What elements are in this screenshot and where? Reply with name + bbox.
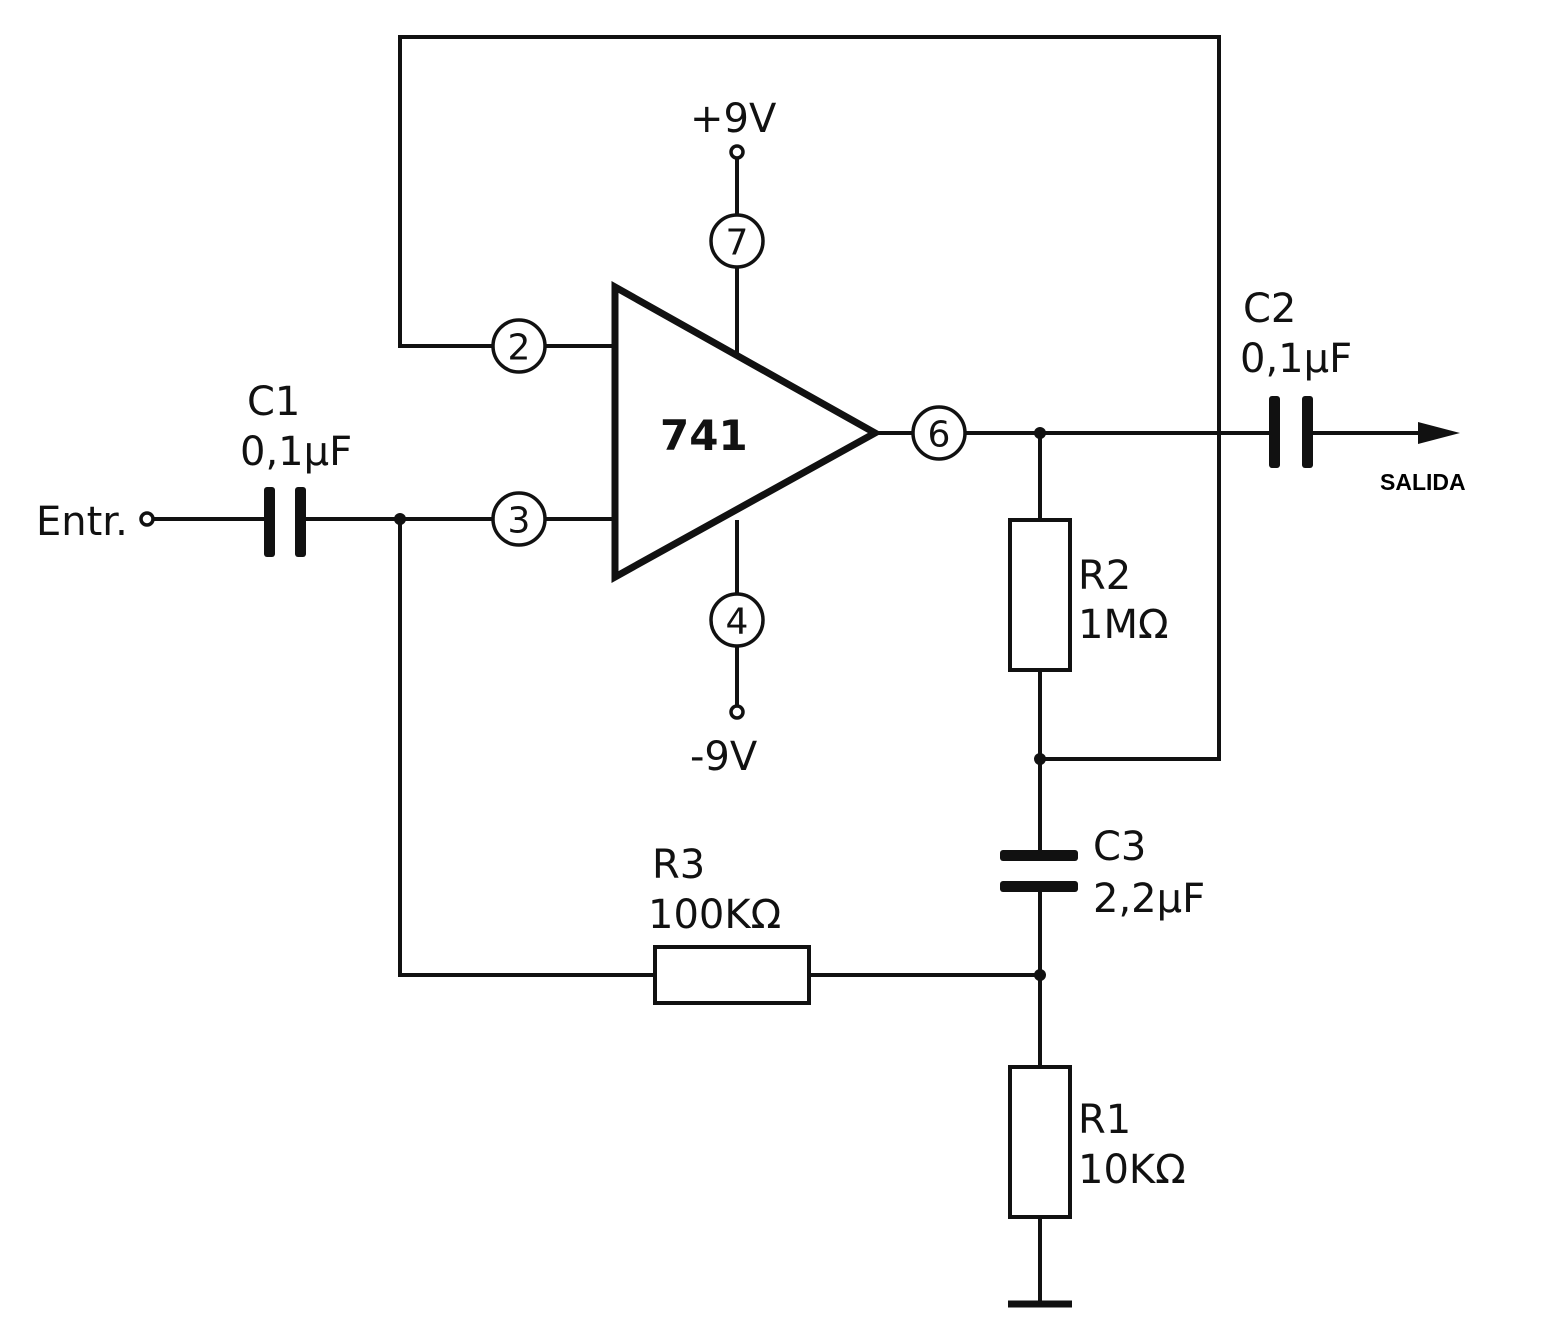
feedback-junction-dot xyxy=(1034,753,1046,765)
vminus-label: -9V xyxy=(690,734,758,780)
c3-ref: C3 xyxy=(1093,824,1146,870)
pin-4-label: 4 xyxy=(726,602,749,643)
c3-plate-bottom xyxy=(1000,881,1078,892)
pin-3-marker: 3 xyxy=(491,491,547,547)
output-junction-dot xyxy=(1034,427,1046,439)
c2-value: 0,1µF xyxy=(1240,336,1352,382)
c1-plate-right xyxy=(295,487,306,557)
r2-value: 1MΩ xyxy=(1078,602,1169,648)
opamp-part-label: 741 xyxy=(660,411,748,460)
c1-value: 0,1µF xyxy=(240,429,352,475)
r3-left-wire xyxy=(398,517,657,977)
r1-ref: R1 xyxy=(1078,1097,1131,1143)
r1-body xyxy=(1008,1065,1072,1219)
pin-2-marker: 2 xyxy=(491,318,547,374)
input-label: Entr. xyxy=(36,499,128,545)
r2-body xyxy=(1008,518,1072,672)
r1-value: 10KΩ xyxy=(1078,1147,1186,1193)
output-arrow xyxy=(1418,422,1460,444)
vminus-terminal xyxy=(729,704,745,720)
c1-ref: C1 xyxy=(247,379,300,425)
vplus-label: +9V xyxy=(690,96,777,142)
feedback-wire xyxy=(398,35,1221,761)
r3-body xyxy=(653,945,811,1005)
input-terminal xyxy=(139,511,155,527)
vplus-terminal xyxy=(729,144,745,160)
pin-4-marker: 4 xyxy=(709,592,765,648)
c1-plate-left xyxy=(264,487,275,557)
pin-7-marker: 7 xyxy=(709,213,765,269)
pin-7-label: 7 xyxy=(726,223,749,264)
pin-2-label: 2 xyxy=(508,328,531,369)
opamp-triangle xyxy=(611,281,883,583)
pin-6-label: 6 xyxy=(928,415,951,456)
pin-6-marker: 6 xyxy=(911,405,967,461)
c3-value: 2,2µF xyxy=(1093,876,1205,922)
c2-plate-right xyxy=(1302,396,1313,468)
r3-junction-dot xyxy=(1034,969,1046,981)
output-label: SALIDA xyxy=(1380,469,1466,495)
c2-ref: C2 xyxy=(1243,286,1296,332)
c3-plate-top xyxy=(1000,850,1078,861)
c2-plate-left xyxy=(1269,396,1280,468)
r3-ref: R3 xyxy=(652,842,705,888)
input-junction-dot xyxy=(394,513,406,525)
pin-3-label: 3 xyxy=(508,501,531,542)
r3-value: 100KΩ xyxy=(648,892,781,938)
r2-ref: R2 xyxy=(1078,553,1131,599)
